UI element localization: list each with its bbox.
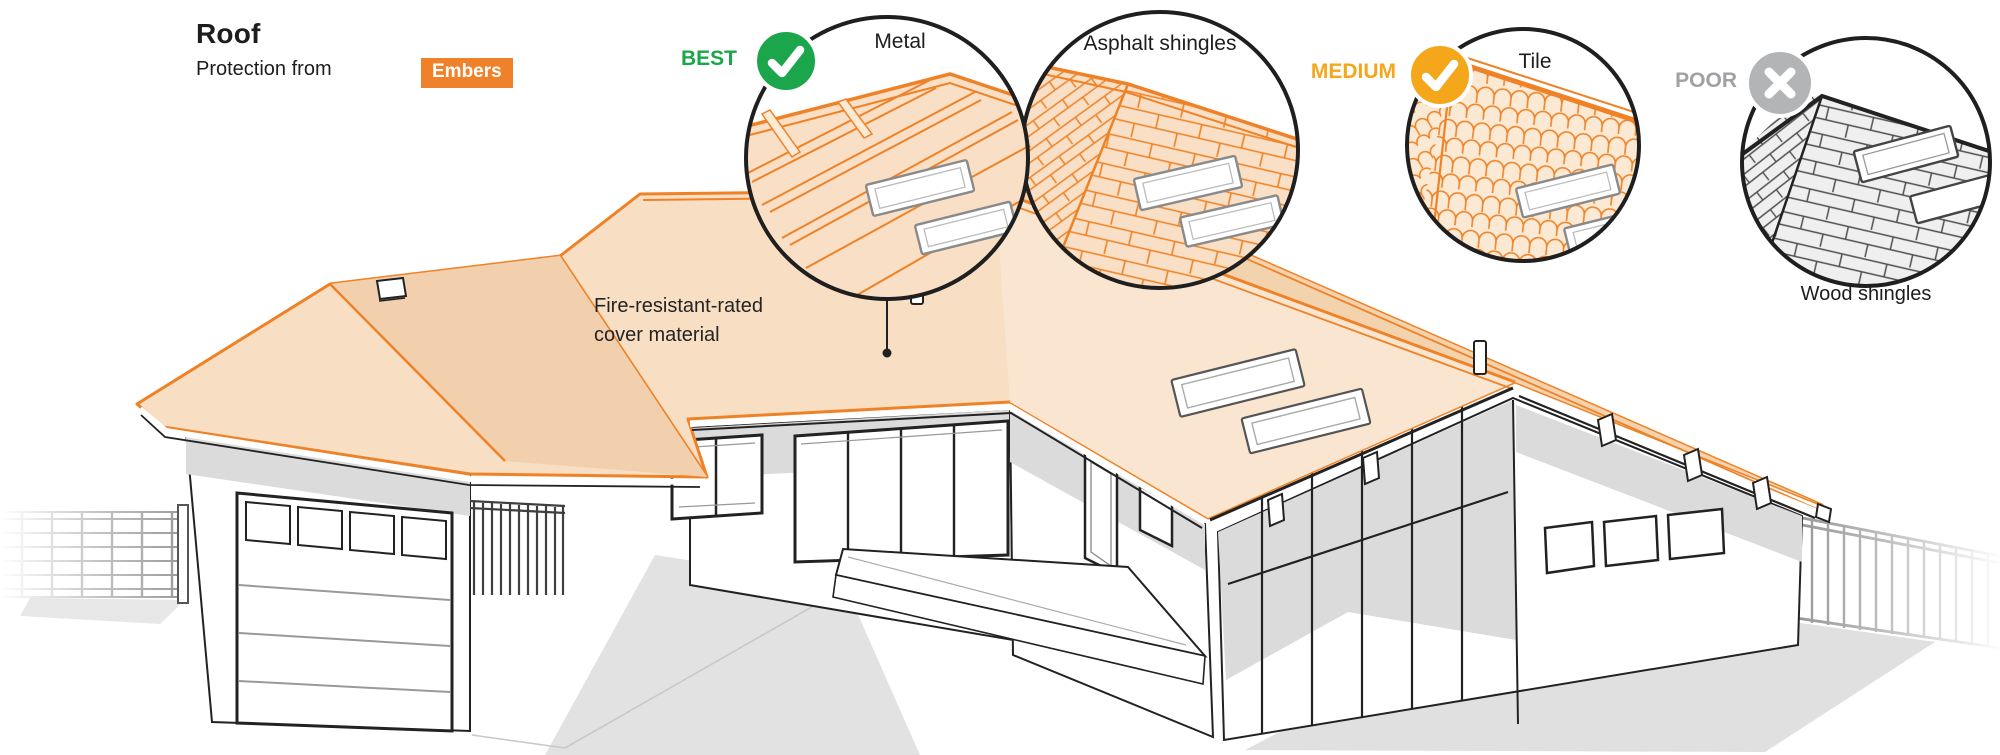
gable-shadow — [1218, 400, 1516, 680]
subtitle: Protection from — [196, 58, 332, 80]
medium-check-icon — [1407, 42, 1473, 108]
patio — [832, 547, 1208, 685]
roof-vent — [375, 276, 408, 302]
garage — [184, 430, 839, 749]
material-label-asphalt: Asphalt shingles — [1083, 32, 1237, 55]
driveway-edge — [471, 591, 839, 749]
rating-poor-label: POOR — [1675, 69, 1737, 92]
material-label-metal: Metal — [874, 30, 926, 53]
page-title: Roof — [196, 18, 261, 49]
metal-battens — [760, 98, 874, 159]
best-check-icon — [753, 28, 819, 94]
material-label-wood: Wood shingles — [1800, 283, 1932, 305]
callout-leader — [882, 301, 892, 358]
side-gate — [469, 499, 566, 595]
callout-line-1: Fire-resistant-rated — [594, 295, 763, 317]
fence-post — [177, 504, 189, 604]
rake-tip — [1814, 502, 1833, 524]
left-fence — [0, 511, 182, 598]
gable-side-windows — [1543, 507, 1726, 575]
rating-best-label: BEST — [680, 47, 737, 70]
garage-eave-shadow — [186, 432, 470, 516]
material-label-tile: Tile — [1518, 50, 1552, 73]
inset-metal — [744, 15, 1030, 301]
embers-badge: Embers — [421, 58, 513, 88]
poor-cross-icon — [1745, 48, 1815, 118]
sliding-glass-door — [793, 419, 1010, 564]
callout-line-2: cover material — [594, 324, 720, 346]
rafter-blocks — [1266, 412, 1773, 528]
rating-medium-label: MEDIUM — [1310, 60, 1396, 83]
garage-roof — [135, 254, 709, 488]
gable-glazing — [1227, 406, 1509, 734]
roof-skylights — [1170, 348, 1372, 455]
garage-door — [235, 491, 454, 733]
roof-callout: Fire-resistant-rated cover material — [594, 292, 763, 350]
